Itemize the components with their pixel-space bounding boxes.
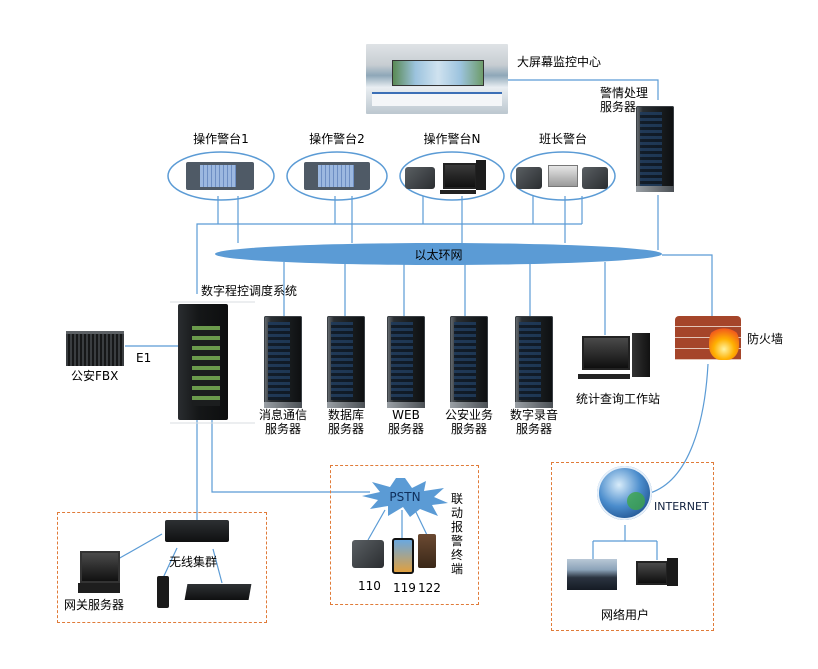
console-2-label: 操作警台2 xyxy=(309,132,365,146)
desk-phone-icon xyxy=(516,167,542,189)
ethernet-ring xyxy=(215,243,662,265)
console-leader-label: 班长警台 xyxy=(538,132,587,146)
pbx-chassis-icon xyxy=(66,331,124,366)
server-label: 服务器 xyxy=(264,422,301,436)
desktop-pc-icon xyxy=(582,336,630,370)
gateway-server-label: 网关服务器 xyxy=(64,598,125,612)
alarm-server-icon xyxy=(636,106,674,192)
switch-system-label: 数字程控调度系统 xyxy=(201,284,298,298)
pc-tower-icon xyxy=(476,160,486,190)
network-users-label: 网络用户 xyxy=(601,608,650,622)
console-ring-1 xyxy=(167,151,275,201)
server-label: 服务器 xyxy=(450,422,487,436)
keyboard-icon xyxy=(578,374,630,379)
server-label: 消息通信 xyxy=(258,408,307,422)
radio-walkie-talkie-icon xyxy=(157,576,169,608)
firewall-label: 防火墙 xyxy=(747,332,784,346)
firewall-icon xyxy=(675,316,741,360)
monitor-icon xyxy=(443,163,477,189)
server-rack-icon xyxy=(387,316,425,408)
dispatch-console-icon xyxy=(304,162,370,190)
classroom-photo xyxy=(567,559,617,590)
upper-bus xyxy=(196,223,582,294)
alarm-server-label-1: 警情处理 xyxy=(600,86,649,100)
dispatch-console-icon xyxy=(186,162,254,190)
server-label: 数字录音 xyxy=(509,408,558,422)
server-label: WEB xyxy=(392,408,420,422)
smartphone-icon xyxy=(392,538,414,574)
server-label: 数据库 xyxy=(327,408,364,422)
link-firewall-internet xyxy=(649,363,709,494)
switch-cabinet-icon xyxy=(178,304,228,420)
server-rack-icon xyxy=(327,316,365,408)
link-control-center-server xyxy=(508,79,659,100)
pstn-label: PSTN xyxy=(389,490,421,504)
link-switch-pstn xyxy=(211,420,370,493)
internet-group-box xyxy=(551,462,714,631)
server-rack-icon xyxy=(264,316,302,408)
pbx-label: 公安FBX xyxy=(71,369,119,383)
stats-workstation-label: 统计查询工作站 xyxy=(576,392,661,406)
laptop-icon xyxy=(548,165,578,187)
wireless-group-box xyxy=(57,512,267,623)
trunk-device-icon xyxy=(165,520,229,542)
server-rack-icon xyxy=(515,316,553,408)
gateway-pc-icon xyxy=(80,551,120,583)
link-ring-firewall xyxy=(662,254,713,318)
gateway-pc-base-icon xyxy=(78,583,120,593)
internet-label: INTERNET xyxy=(654,500,709,513)
phone-110-label: 110 xyxy=(358,579,381,593)
globe-icon xyxy=(597,466,652,520)
mobile-phone-icon xyxy=(418,534,436,568)
linkage-alarm-terminal-label: 联动报警终端 xyxy=(451,492,464,576)
console-1-label: 操作警台1 xyxy=(193,132,249,146)
pc-tower-icon xyxy=(667,558,678,586)
server-rack-icon xyxy=(450,316,488,408)
pc-tower-icon xyxy=(632,333,650,377)
console-ring-leader xyxy=(510,151,616,201)
ethernet-ring-label: 以太环网 xyxy=(414,248,463,262)
console-ring-n xyxy=(399,151,505,201)
phone-119-label: 119 xyxy=(393,581,416,595)
desk-phone-icon xyxy=(405,167,435,189)
desk-phone-icon xyxy=(352,540,384,568)
console-ring-2 xyxy=(286,151,388,201)
alarm-server-label-2: 服务器 xyxy=(600,100,637,114)
video-wall-room-photo xyxy=(366,44,508,114)
keyboard-icon xyxy=(440,190,476,194)
base-station-icon xyxy=(184,584,252,600)
pstn-group-box xyxy=(330,465,479,605)
control-center-label: 大屏幕监控中心 xyxy=(517,55,602,69)
phone-122-label: 122 xyxy=(418,581,441,595)
e1-link-label: E1 xyxy=(136,351,152,365)
console-n-label: 操作警台N xyxy=(423,132,481,146)
desktop-pc-icon xyxy=(636,561,668,585)
server-label: 服务器 xyxy=(515,422,552,436)
server-label: 服务器 xyxy=(387,422,424,436)
desk-phone-icon xyxy=(582,167,608,189)
wireless-trunk-label: 无线集群 xyxy=(169,555,218,569)
pstn-cloud-icon xyxy=(362,478,448,517)
server-label: 公安业务 xyxy=(444,408,493,422)
server-label: 服务器 xyxy=(327,422,364,436)
